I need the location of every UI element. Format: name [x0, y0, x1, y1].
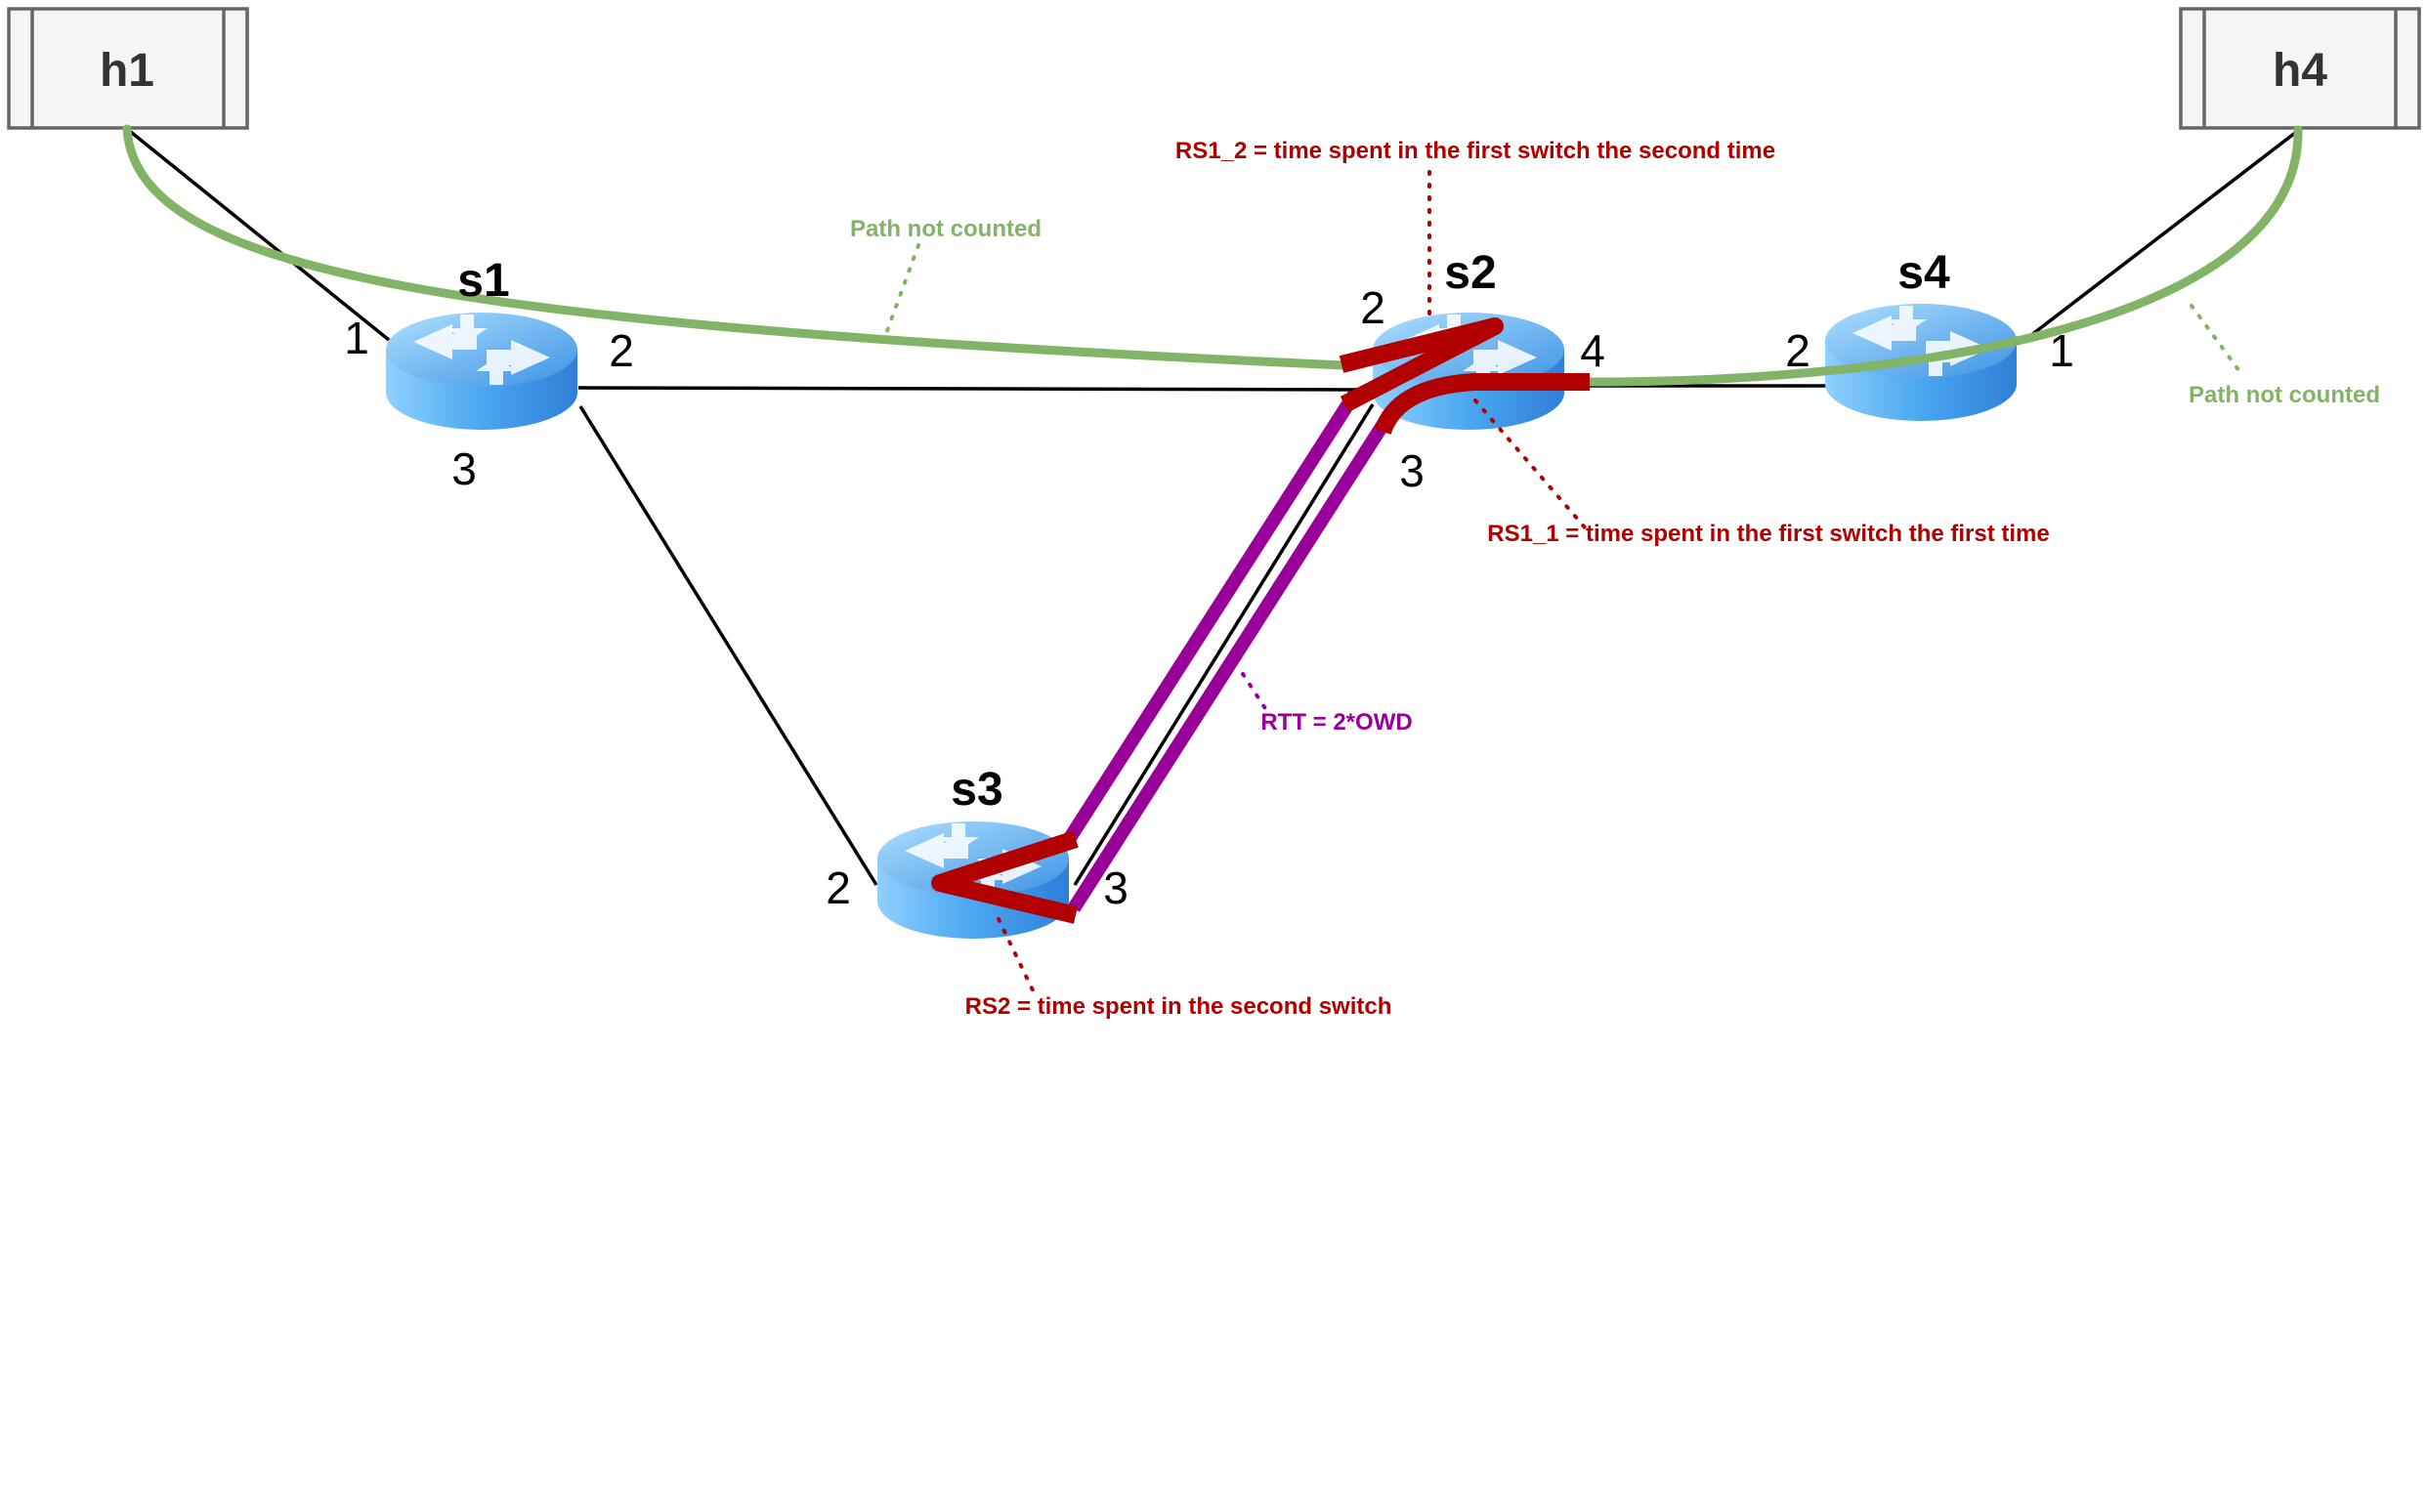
link-s1-s3	[578, 405, 878, 886]
leader-path-not-counted-right	[2190, 304, 2241, 373]
switch-s1[interactable]	[386, 313, 577, 430]
purple-path-upper	[1062, 391, 1360, 845]
port-label-s4-1: 1	[2049, 325, 2074, 376]
annotation-path-not-counted-right: Path not counted	[2189, 382, 2380, 408]
red-path-s2-first-time	[1374, 373, 1590, 436]
switch-label-s4: s4	[1897, 247, 1950, 299]
host-label-h4: h4	[2273, 45, 2327, 97]
annotation-rs1-2: RS1_2 = time spent in the first switch t…	[1175, 138, 1775, 164]
red-paths	[931, 317, 1590, 924]
host-h4[interactable]	[2179, 7, 2421, 130]
leader-rs1-1	[1473, 399, 1587, 529]
green-paths	[122, 124, 2303, 387]
green-path-s2-h4	[1583, 125, 2303, 387]
link-s1-s2	[577, 386, 1374, 392]
red-path-s2-second-time	[1339, 317, 1504, 412]
port-label-s2-3: 3	[1399, 445, 1425, 496]
port-label-s2-2: 2	[1360, 282, 1385, 333]
port-label-s1-3: 3	[451, 443, 477, 494]
green-path-h1-s2	[122, 124, 1348, 370]
link-s2-s3	[1073, 403, 1375, 886]
port-label-s1-2: 2	[609, 325, 634, 376]
leader-path-not-counted-left	[882, 243, 920, 341]
links	[125, 127, 2301, 886]
switch-label-s3: s3	[951, 764, 1002, 816]
annotation-path-not-counted-left: Path not counted	[850, 216, 1042, 242]
port-label-s3-2: 2	[826, 862, 851, 913]
red-path-s3	[931, 830, 1079, 924]
port-label-s2-4: 4	[1580, 325, 1605, 376]
port-label-s4-2: 2	[1785, 325, 1810, 376]
port-label-s1-1: 1	[344, 313, 369, 363]
host-box-icon	[2179, 7, 2421, 130]
switch-label-s1: s1	[457, 255, 509, 307]
host-label-h1: h1	[100, 45, 154, 97]
purple-paths	[1062, 391, 1394, 912]
link-s4-h4	[2021, 128, 2301, 344]
leader-rtt	[1241, 672, 1272, 718]
link-h1-s1	[125, 127, 391, 342]
annotation-rs1-1: RS1_1 = time spent in the first switch t…	[1487, 521, 2049, 547]
annotation-rs2: RS2 = time spent in the second switch	[965, 993, 1392, 1020]
annotation-rtt: RTT = 2*OWD	[1260, 709, 1412, 735]
purple-path-lower	[1068, 412, 1394, 912]
switch-label-s2: s2	[1444, 247, 1496, 299]
annotation-leaders	[882, 170, 2241, 998]
router-icon	[386, 313, 577, 430]
leader-rs2	[997, 917, 1038, 998]
port-label-s3-3: 3	[1103, 862, 1128, 913]
